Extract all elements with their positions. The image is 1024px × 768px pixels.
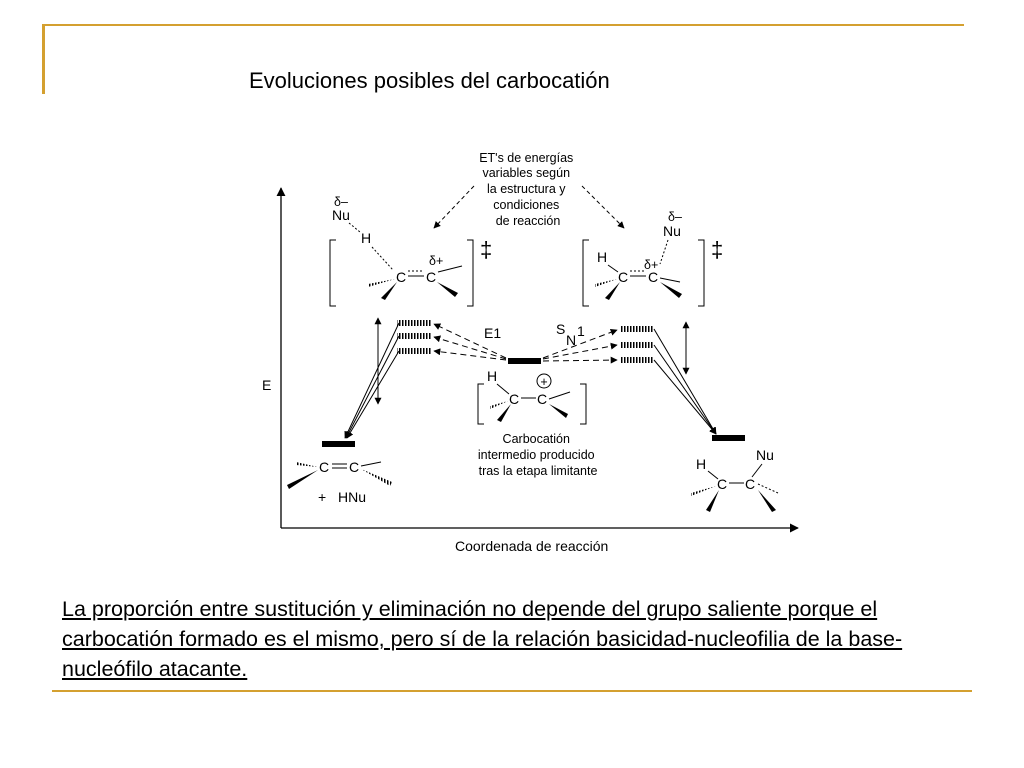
- delta-plus-right: δ+: [644, 258, 658, 272]
- level-ts-right-1: [620, 326, 654, 332]
- note-line-2: variables según: [482, 166, 570, 180]
- ts-to-product-lines: [344, 322, 717, 439]
- hnu-elimination: HNu: [338, 489, 366, 505]
- c1-alkene: C: [319, 459, 329, 475]
- level-intermediate: [508, 358, 541, 364]
- carbocation-caption-3: tras la etapa limitante: [479, 464, 598, 478]
- energy-levels: [322, 320, 745, 447]
- x-axis-label: Coordenada de reacción: [455, 538, 608, 554]
- svg-text:Carbocatión intermedio p: Carbocatión intermedio producido tras la…: [478, 432, 598, 478]
- frame-left-rule: [42, 24, 45, 94]
- nu-left: Nu: [332, 207, 350, 223]
- carbocation: H C C + Carbocatión intermedio producido…: [477, 368, 598, 478]
- ts-note: ET's de energías variables según la estr…: [433, 151, 625, 229]
- plus-elimination: +: [318, 489, 326, 505]
- note-arrow-right: [581, 185, 625, 229]
- delta-minus-left: δ–: [334, 195, 348, 209]
- ts-right: ‡ δ– Nu H C C δ+: [582, 210, 723, 307]
- slide-caption: La proporción entre sustitución y elimin…: [62, 597, 903, 681]
- svg-text:ET's de energías variabl: ET's de energías variables según la estr…: [479, 151, 577, 228]
- h-substitution: H: [696, 456, 706, 472]
- label-sn-n: N: [566, 332, 576, 348]
- level-ts-left-1: [397, 320, 431, 326]
- nu-substitution: Nu: [756, 447, 774, 463]
- frame-top-rule: [42, 24, 964, 26]
- c2-substitution: C: [745, 476, 755, 492]
- intermediate-to-ts-lines: [433, 323, 618, 364]
- axes: E Coordenada de reacción: [262, 187, 799, 554]
- elimination-product: C C + HNu: [287, 459, 392, 505]
- label-sn-s: S: [556, 321, 565, 337]
- substitution-product: H Nu C C: [691, 447, 779, 512]
- level-substitution-product: [712, 435, 745, 441]
- bracket-right-close: [698, 239, 705, 307]
- ts-symbol-left: ‡: [480, 237, 492, 262]
- plus-sign-carbocation: +: [540, 375, 547, 389]
- slide-title: Evoluciones posibles del carbocatión: [249, 68, 610, 93]
- carbocation-caption-1: Carbocatión: [503, 432, 570, 446]
- h-left: H: [361, 230, 371, 246]
- delta-minus-right: δ–: [668, 210, 682, 224]
- c1-left: C: [396, 269, 406, 285]
- level-elimination-product: [322, 441, 355, 447]
- h-right: H: [597, 249, 607, 265]
- label-sn-1: 1: [577, 323, 585, 339]
- bracket-right-open: [582, 239, 589, 307]
- nu-right: Nu: [663, 223, 681, 239]
- c2-alkene: C: [349, 459, 359, 475]
- frame-bottom-rule: [52, 690, 972, 692]
- label-e1: E1: [484, 325, 501, 341]
- c2-left: C: [426, 269, 436, 285]
- note-line-1: ET's de energías: [479, 151, 573, 165]
- plus-circle: [536, 373, 552, 389]
- bracket-left-close: [467, 239, 474, 307]
- bracket-left-open: [329, 239, 336, 307]
- h-carbocation: H: [487, 368, 497, 384]
- note-line-5: de reacción: [496, 214, 561, 228]
- level-ts-right-2: [620, 342, 654, 348]
- c1-carbocation: C: [509, 391, 519, 407]
- level-ts-left-3: [397, 348, 431, 354]
- c1-right: C: [618, 269, 628, 285]
- energy-diagram: E Coordenada de reacción ET's de energía…: [262, 151, 799, 554]
- ts-left: ‡ δ– Nu H C C δ+: [329, 195, 492, 307]
- c1-substitution: C: [717, 476, 727, 492]
- ts-symbol-right: ‡: [711, 237, 723, 262]
- delta-plus-left: δ+: [429, 254, 443, 268]
- c2-right: C: [648, 269, 658, 285]
- c2-carbocation: C: [537, 391, 547, 407]
- note-line-4: condiciones: [493, 198, 559, 212]
- level-ts-left-2: [397, 333, 431, 339]
- note-line-3: la estructura y: [487, 182, 566, 196]
- carbocation-caption-2: intermedio producido: [478, 448, 595, 462]
- y-axis-label: E: [262, 377, 271, 393]
- level-ts-right-3: [620, 357, 654, 363]
- note-arrow-left: [433, 185, 475, 229]
